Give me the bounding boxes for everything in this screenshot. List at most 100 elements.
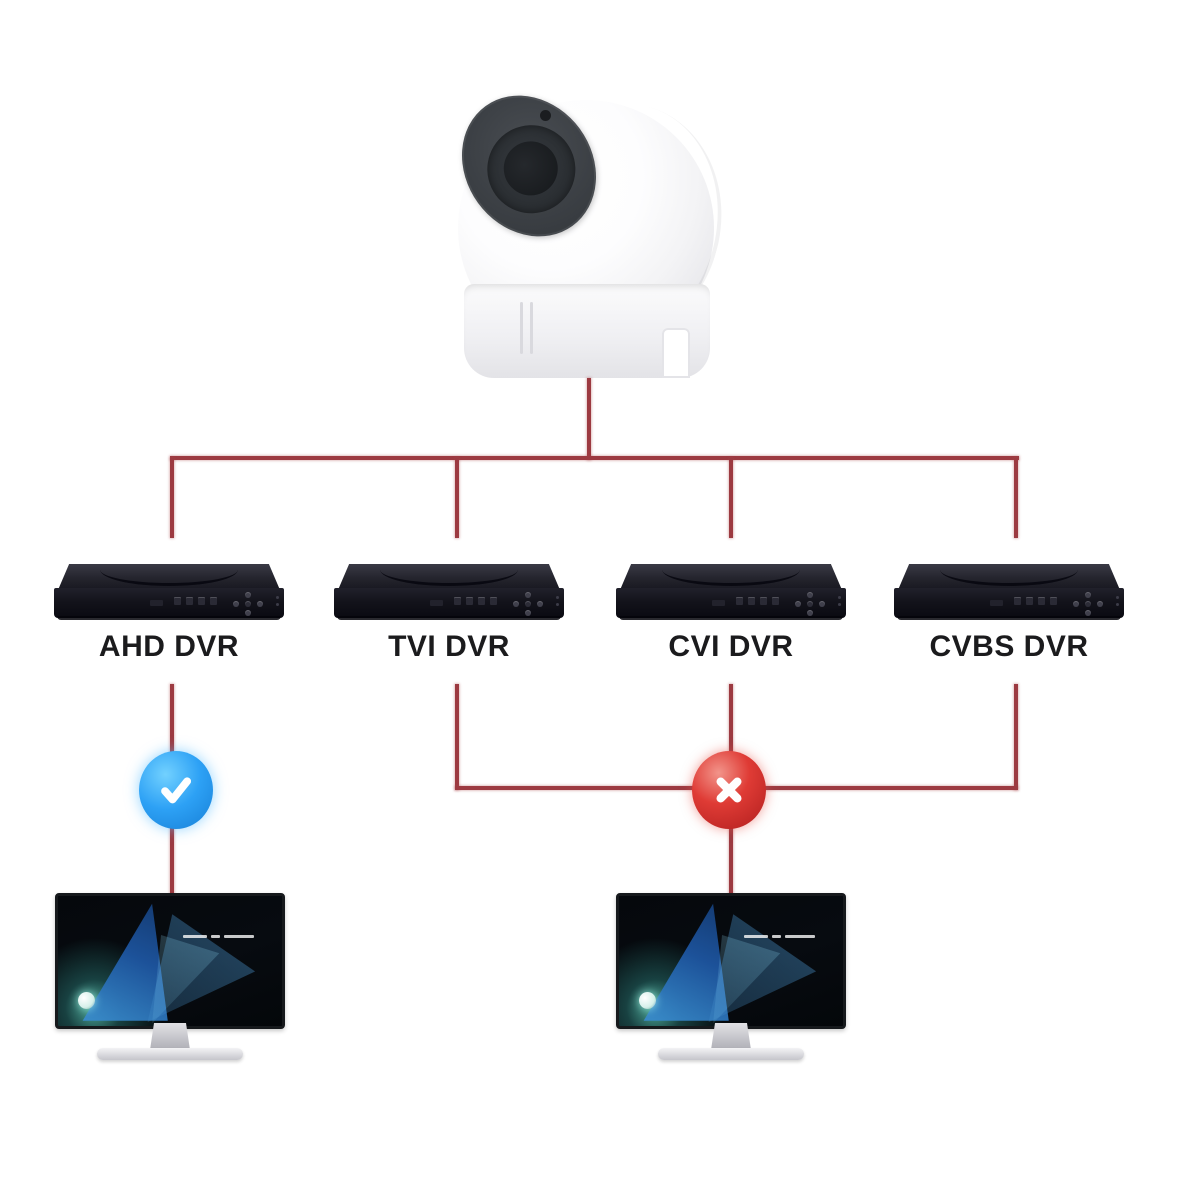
dvr-button [454, 597, 461, 605]
connector-cvbs-down [1014, 684, 1018, 790]
dvr-button [174, 597, 181, 605]
connector-drop-cvbs [1014, 458, 1018, 538]
dvr-button-row [174, 597, 217, 605]
dvr-top-seam [380, 568, 518, 586]
dvr-button [198, 597, 205, 605]
dvr-unit: CVI DVR [616, 564, 846, 668]
dpad-right-button [819, 601, 825, 607]
dvr-label: AHD DVR [98, 630, 240, 663]
dvr-led-cluster [838, 596, 841, 606]
wallpaper-caption-marks [183, 935, 255, 938]
dpad-center-button [525, 601, 531, 607]
wallpaper-background [619, 896, 843, 1026]
dvr-led-cluster [1116, 596, 1119, 606]
dvr-button-row [454, 597, 497, 605]
dvr-button [1014, 597, 1021, 605]
dvr-led [838, 603, 841, 606]
dvr-button [478, 597, 485, 605]
dvr-led [1116, 603, 1119, 606]
dpad-right-button [1097, 601, 1103, 607]
dvr-button [1050, 597, 1057, 605]
monitor-screen [616, 893, 846, 1029]
dvr-button-row [736, 597, 779, 605]
monitor-stand-neck [150, 1023, 190, 1050]
usb-port [712, 600, 725, 606]
dvr-button [760, 597, 767, 605]
dvr-dpad [510, 592, 546, 616]
dvr-button [736, 597, 743, 605]
dvr-dpad [792, 592, 828, 616]
dpad-left-button [1073, 601, 1079, 607]
dpad-up-button [245, 592, 251, 598]
dvr-button [748, 597, 755, 605]
dvr-label: CVI DVR [668, 630, 794, 663]
dvr-button [490, 597, 497, 605]
dvr-label: TVI DVR [388, 630, 510, 663]
dpad-right-button [257, 601, 263, 607]
connector-tvi-down [455, 684, 459, 790]
dvr-led [838, 596, 841, 599]
dpad-center-button [807, 601, 813, 607]
dpad-up-button [525, 592, 531, 598]
dvr-led [556, 596, 559, 599]
dvr-button [210, 597, 217, 605]
dpad-down-button [1085, 610, 1091, 616]
dvr-device [616, 564, 846, 622]
caption-dash [211, 935, 221, 938]
monitor-right [616, 893, 846, 1068]
dvr-button-row [1014, 597, 1057, 605]
usb-port [430, 600, 443, 606]
camera-base [464, 284, 710, 378]
dpad-left-button [795, 601, 801, 607]
dvr-top-panel [898, 564, 1120, 590]
connector-drop-cvi [729, 458, 733, 538]
usb-port [150, 600, 163, 606]
dvr-unit: AHD DVR [54, 564, 284, 668]
dpad-right-button [537, 601, 543, 607]
dvr-unit: TVI DVR [334, 564, 564, 668]
dvr-top-seam [662, 568, 800, 586]
dvr-base-shadow [337, 616, 561, 620]
dvr-unit: CVBS DVR [894, 564, 1124, 668]
connector-drop-ahd [170, 458, 174, 538]
dvr-button [186, 597, 193, 605]
dvr-top-seam [940, 568, 1078, 586]
cross-icon [692, 751, 766, 829]
dpad-left-button [233, 601, 239, 607]
dpad-left-button [513, 601, 519, 607]
dvr-device [334, 564, 564, 622]
caption-dash [772, 935, 782, 938]
dpad-down-button [525, 610, 531, 616]
dvr-button [1038, 597, 1045, 605]
dvr-button [466, 597, 473, 605]
dvr-device [54, 564, 284, 622]
connector-camera-trunk [587, 378, 591, 460]
dvr-base-shadow [57, 616, 281, 620]
dome-camera [434, 69, 750, 382]
dvr-top-seam [100, 568, 238, 586]
usb-port [990, 600, 1003, 606]
dvr-led [1116, 596, 1119, 599]
dpad-down-button [807, 610, 813, 616]
checkmark-glyph [161, 777, 192, 804]
connector-bus-top [170, 456, 1019, 460]
caption-dash [785, 935, 816, 938]
dpad-center-button [1085, 601, 1091, 607]
dvr-base-shadow [897, 616, 1121, 620]
camera-base-notch [662, 328, 690, 378]
monitor-left [55, 893, 285, 1068]
dvr-dpad [1070, 592, 1106, 616]
check-icon [139, 751, 213, 829]
wallpaper-orb [78, 992, 96, 1010]
connector-drop-tvi [455, 458, 459, 538]
caption-dash [224, 935, 255, 938]
dvr-button [1026, 597, 1033, 605]
dvr-dpad [230, 592, 266, 616]
camera-ir-led [540, 110, 551, 121]
camera-base-groove [530, 302, 533, 354]
monitor-screen [55, 893, 285, 1029]
caption-dash [744, 935, 769, 938]
dpad-up-button [807, 592, 813, 598]
caption-dash [183, 935, 208, 938]
